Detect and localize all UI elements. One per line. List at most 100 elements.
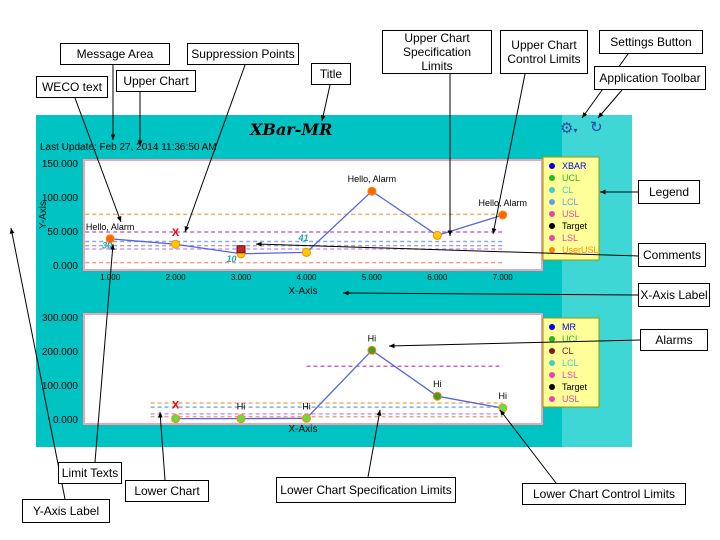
suppression-mark: X (172, 227, 180, 239)
data-point (367, 186, 377, 196)
callout-arrowhead (376, 410, 382, 416)
point-label: Hi (368, 333, 377, 343)
data-point (105, 234, 115, 244)
legend-marker (549, 396, 555, 402)
point-label: Hello, Alarm (86, 222, 135, 232)
legend-item-cl: CL (562, 346, 574, 356)
limit-text: 30 (102, 241, 112, 251)
callout-arrowhead (9, 228, 15, 234)
x-axis-label: X-Axis (289, 424, 318, 435)
x-tick-label: 7.000 (493, 273, 514, 282)
callout-arrowhead (582, 112, 588, 118)
legend-item-mr: MR (562, 322, 576, 332)
chart-title: XBar-MR (250, 120, 333, 139)
callout-application-toolbar: Application Toolbar (594, 66, 706, 90)
callout-pointer (388, 339, 641, 347)
callout-alarms: Alarms (640, 329, 708, 351)
gear-icon[interactable]: ⚙▾ (560, 120, 578, 137)
callout-suppression-points: Suppression Points (187, 43, 299, 65)
legend-box-upper (542, 156, 600, 261)
legend-marker (549, 324, 555, 330)
callout-arrowhead (491, 228, 497, 234)
callout-title: Title (311, 63, 351, 85)
series-line-MR (175, 349, 503, 420)
callout-arrowhead (343, 290, 349, 296)
legend-item-ucl: UCL (562, 173, 580, 183)
callout-pointer (492, 73, 526, 235)
legend-item-target: Target (562, 221, 588, 231)
legend-marker (549, 235, 555, 241)
legend-marker (549, 175, 555, 181)
callout-pointer (10, 227, 66, 500)
callout-x-axis-label: X-Axis Label (638, 283, 710, 307)
y-tick-label: 150.000 (42, 159, 79, 170)
y-tick-label: 200.000 (42, 347, 79, 358)
callout-arrowhead (389, 343, 395, 349)
point-label: Hi (433, 379, 442, 389)
legend-marker (549, 247, 555, 253)
callout-settings-button: Settings Button (599, 30, 703, 54)
callout-message-area: Message Area (60, 43, 170, 65)
callout-pointer (321, 84, 331, 122)
legend-item-usl: USL (562, 209, 580, 219)
callout-pointer (499, 409, 557, 484)
legend-marker (549, 211, 555, 217)
callout-pointer (159, 411, 166, 481)
legend-item-lcl: LCL (562, 197, 579, 207)
y-tick-label: 300.000 (42, 313, 79, 324)
callout-legend: Legend (638, 180, 700, 204)
callout-pointer (367, 409, 381, 478)
limit-text: 41 (297, 233, 308, 243)
x-tick-label: 5.000 (362, 273, 383, 282)
y-tick-label: 0.000 (53, 415, 78, 426)
comment-marker (236, 245, 246, 254)
callout-pointer (597, 89, 623, 119)
point-label: Hi (302, 401, 311, 411)
callout-lower-control-limits: Lower Chart Control Limits (522, 483, 686, 505)
callout-upper-spec-limits: Upper Chart Specification Limits (382, 30, 492, 74)
refresh-icon[interactable]: ↻ (590, 119, 603, 136)
x-axis-label: X-Axis (289, 286, 318, 297)
legend-item-target: Target (562, 382, 588, 392)
callout-pointer (342, 292, 639, 296)
legend-item-cl: CL (562, 185, 574, 195)
x-tick-label: 4.000 (296, 273, 317, 282)
callout-lower-chart: Lower Chart (125, 480, 209, 502)
data-point (367, 345, 377, 355)
callout-pointer (94, 243, 114, 463)
callout-arrowhead (158, 412, 163, 418)
data-point (171, 414, 181, 424)
legend-item-xbar: XBAR (562, 161, 587, 171)
callout-pointer (184, 64, 246, 233)
data-point (171, 239, 181, 249)
point-label: Hello, Alarm (478, 198, 527, 208)
y-tick-label: 100.000 (42, 381, 79, 392)
legend-item-ucl: UCL (562, 334, 580, 344)
data-point (498, 210, 508, 220)
x-tick-label: 6.000 (427, 273, 448, 282)
suppression-mark: X (172, 399, 180, 411)
legend-marker (549, 348, 555, 354)
callout-pointer (74, 97, 122, 223)
data-point (236, 414, 246, 424)
callout-upper-control-limits: Upper Chart Control Limits (500, 30, 588, 74)
callout-arrowhead (447, 230, 453, 236)
callout-weco-text: WECO text (36, 76, 108, 98)
y-tick-label: 0.000 (53, 261, 78, 272)
callout-arrowhead (598, 112, 604, 118)
legend-marker (549, 336, 555, 342)
callout-arrowhead (137, 140, 143, 146)
callout-lower-spec-limits: Lower Chart Specification Limits (276, 477, 456, 503)
y-axis-label: Y-Axis (38, 201, 49, 229)
callout-arrowhead (256, 241, 262, 247)
legend-marker (549, 199, 555, 205)
callout-arrowhead (116, 216, 122, 222)
callout-arrowhead (110, 134, 116, 140)
legend-item-lsl: LSL (562, 233, 578, 243)
callout-arrowhead (500, 410, 506, 416)
plot-area-lower (83, 313, 543, 425)
legend-marker (549, 163, 555, 169)
callout-limit-texts: Limit Texts (58, 462, 122, 484)
legend-marker (549, 187, 555, 193)
legend-marker (549, 372, 555, 378)
